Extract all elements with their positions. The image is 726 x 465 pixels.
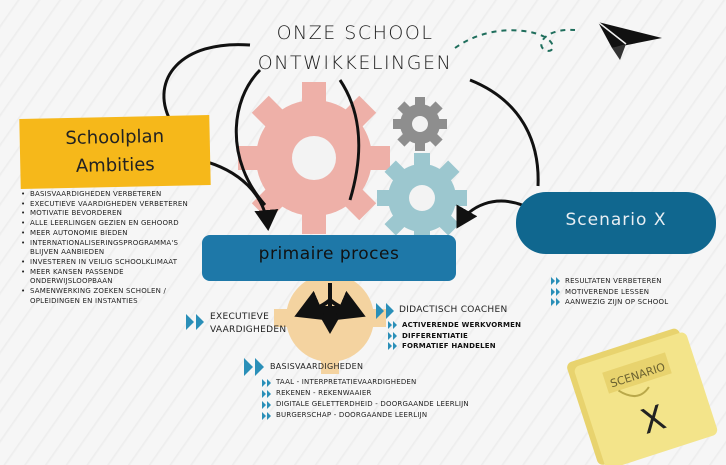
- primaire-proces-label: primaire proces: [258, 244, 400, 264]
- list-item: BASISVAARDIGHEDEN VERBETEREN: [20, 190, 220, 200]
- pink-gear-icon: [238, 82, 390, 234]
- scenario-results-list: RESULTATEN VERBETEREN MOTIVERENDE LESSEN…: [551, 276, 668, 308]
- chevron-right-icon: [551, 298, 560, 307]
- chevron-right-icon: [551, 277, 560, 286]
- primaire-proces-box: primaire proces: [202, 235, 456, 281]
- branch-arrows: [294, 283, 366, 334]
- executieve-line-2: VAARDIGHEDEN: [210, 325, 287, 335]
- title-line-2: ONTWIKKELINGEN: [257, 52, 453, 74]
- curve-right: [469, 78, 540, 187]
- chevron-right-icon: [262, 389, 271, 398]
- scenario-x-box: Scenario X: [516, 192, 716, 254]
- curve-center: [338, 79, 361, 201]
- basis-item: BURGERSCHAP - DOORGAANDE LEERLIJN: [276, 411, 428, 419]
- list-item-continuation: BLIJVEN AANBIEDEN: [30, 248, 105, 257]
- teal-gear-icon: [377, 153, 467, 243]
- plane-trail: [454, 28, 576, 52]
- list-item: MOTIVATIE BEVORDEREN: [20, 209, 220, 219]
- title-curve-left: [162, 43, 251, 121]
- schoolplan-box: Schoolplan Ambities: [19, 115, 211, 189]
- title-line-1: ONZE SCHOOL: [276, 22, 434, 44]
- chevron-right-icon: [244, 358, 264, 376]
- paper-plane-icon: [597, 21, 662, 60]
- list-item: SAMENWERKING ZOEKEN SCHOLEN /: [20, 287, 220, 297]
- list-item: MEER KANSEN PASSENDE: [20, 268, 220, 278]
- didactisch-list: ACTIVERENDE WERKVORMEN DIFFERENTIATIE FO…: [388, 320, 521, 352]
- arrow-schoolplan-primaire: [179, 143, 279, 231]
- list-item: MEER AUTONOMIE BIEDEN: [20, 229, 220, 239]
- scenario-x-label: Scenario X: [565, 210, 667, 230]
- arrow-scenario-primaire: [456, 199, 544, 229]
- list-item: DIFFERENTIATIE: [388, 331, 521, 342]
- chevron-right-icon: [551, 287, 560, 296]
- basis-list: TAAL - INTERPRETATIEVAARDIGHEDEN REKENEN…: [262, 377, 469, 421]
- list-item-continuation: OPLEIDINGEN EN INSTANTIES: [30, 296, 138, 305]
- chevron-right-icon: [376, 303, 394, 319]
- ambitions-list: BASISVAARDIGHEDEN VERBETEREN EXECUTIEVE …: [20, 190, 220, 306]
- chevron-right-icon: [388, 331, 397, 340]
- chevron-right-icon: [388, 321, 397, 330]
- didactisch-item: ACTIVERENDE WERKVORMEN: [402, 321, 522, 329]
- list-item: FORMATIEF HANDELEN: [388, 341, 521, 352]
- list-item: MOTIVERENDE LESSEN: [551, 287, 668, 298]
- chevron-right-icon: [262, 378, 271, 387]
- grey-gear-icon: [393, 97, 447, 151]
- list-item: TAAL - INTERPRETATIEVAARDIGHEDEN: [262, 377, 469, 388]
- basis-item: REKENEN - REKENWAAIER: [276, 389, 372, 397]
- basis-item: DIGITALE GELETTERDHEID - DOORGAANDE LEER…: [276, 400, 469, 408]
- list-item: RESULTATEN VERBETEREN: [551, 276, 668, 287]
- basis-item: TAAL - INTERPRETATIEVAARDIGHEDEN: [276, 378, 417, 386]
- list-item: EXECUTIEVE VAARDIGHEDEN VERBETEREN: [20, 200, 220, 210]
- didactisch-item: DIFFERENTIATIE: [402, 331, 469, 340]
- schoolplan-title: Schoolplan: [65, 125, 165, 150]
- page-title: ONZE SCHOOL ONTWIKKELINGEN: [250, 18, 460, 78]
- basis-heading: BASISVAARDIGHEDEN: [270, 362, 364, 371]
- list-item: ALLE LEERLINGEN GEZIEN EN GEHOORD: [20, 219, 220, 229]
- scenario-folder-icon: [567, 328, 718, 465]
- list-item: AANWEZIG ZIJN OP SCHOOL: [551, 297, 668, 308]
- list-item: REKENEN - REKENWAAIER: [262, 388, 469, 399]
- chevron-right-icon: [262, 400, 271, 409]
- chevron-right-icon: [262, 411, 271, 420]
- list-item: ACTIVERENDE WERKVORMEN: [388, 320, 521, 331]
- result-text: MOTIVERENDE LESSEN: [565, 287, 650, 296]
- list-item-continuation: ONDERWIJSLOOPBAAN: [30, 277, 113, 286]
- didactisch-item: FORMATIEF HANDELEN: [402, 342, 496, 350]
- executieve-vaardigheden-label: EXECUTIEVE VAARDIGHEDEN: [210, 311, 286, 337]
- list-item: INTERNATIONALISERINGSPROGRAMMA'S: [20, 239, 220, 249]
- schoolplan-subtitle: Ambities: [75, 154, 155, 177]
- chevron-right-icon: [186, 314, 204, 330]
- list-item: BURGERSCHAP - DOORGAANDE LEERLIJN: [262, 410, 469, 421]
- list-item: DIGITALE GELETTERDHEID - DOORGAANDE LEER…: [262, 399, 469, 410]
- result-text: RESULTATEN VERBETEREN: [565, 277, 662, 285]
- list-item: INVESTEREN IN VEILIG SCHOOLKLIMAAT: [20, 258, 220, 268]
- didactisch-heading: DIDACTISCH COACHEN: [399, 305, 508, 315]
- chevron-right-icon: [388, 342, 397, 351]
- executieve-line-1: EXECUTIEVE: [210, 312, 270, 322]
- result-text: AANWEZIG ZIJN OP SCHOOL: [565, 298, 669, 306]
